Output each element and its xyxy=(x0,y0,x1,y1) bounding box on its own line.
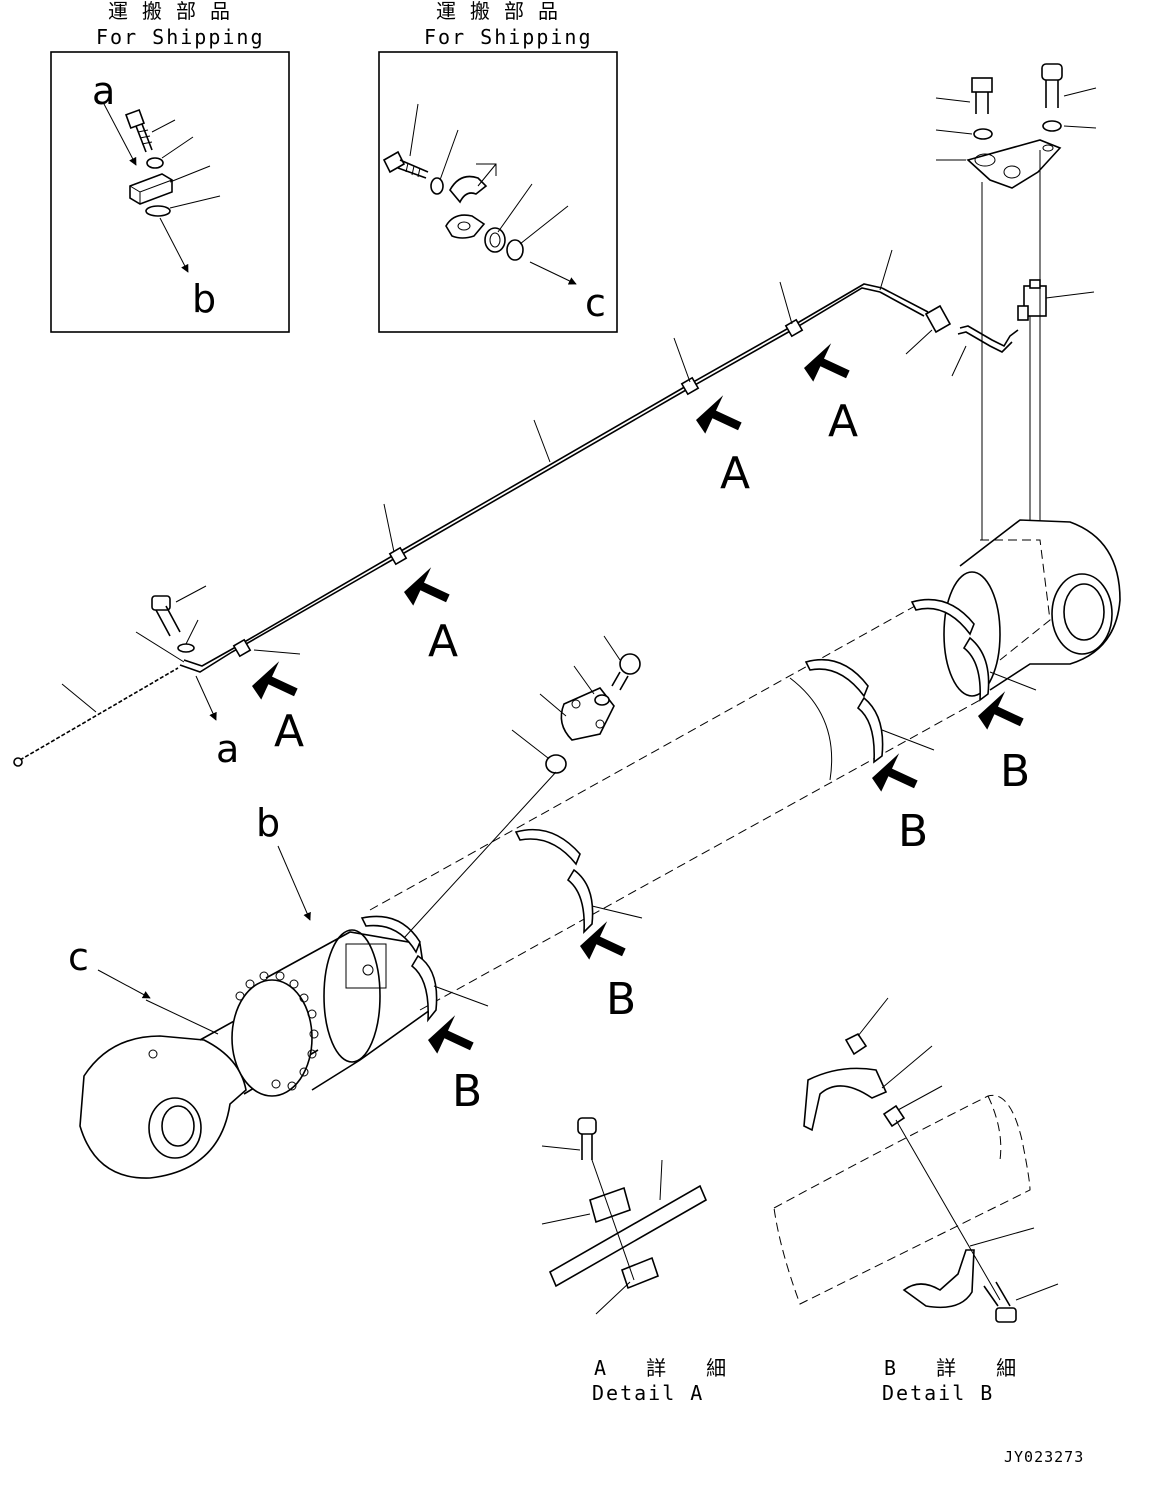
arrow-label-b-1: B xyxy=(452,1066,482,1117)
washer-icon xyxy=(1042,120,1062,132)
hydraulic-cylinder: b c xyxy=(68,519,1121,1179)
flange-bolts xyxy=(235,971,319,1091)
washer-icon xyxy=(430,177,444,195)
bolt-icon xyxy=(983,1281,1017,1323)
fitting-icon xyxy=(924,304,1019,353)
rod-eye-icon xyxy=(79,1035,247,1179)
detail-a-title-en: Detail A xyxy=(592,1381,704,1405)
line-clamp-icon xyxy=(784,318,804,338)
line-clamp-icon xyxy=(680,376,700,396)
shipping-box-1-title-en: For Shipping xyxy=(96,25,265,49)
washer-icon xyxy=(594,694,610,706)
shipping-box-2-frame xyxy=(378,51,618,333)
shipping-box-1: 運搬部品 For Shipping a b xyxy=(50,0,290,333)
arrow-label-a-1: A xyxy=(274,706,304,757)
ref-letter-c-cyl: c xyxy=(68,935,89,979)
detail-a-arrows: A A A A xyxy=(247,340,858,757)
bolt-icon xyxy=(125,109,153,153)
valve-icon xyxy=(1017,279,1095,321)
detail-a-title-jp: A 詳 細 xyxy=(594,1356,740,1380)
ref-letter-a-box: a xyxy=(92,69,115,113)
plug-ball-icon xyxy=(545,754,567,774)
arrow-label-b-4: B xyxy=(1000,746,1030,797)
ref-letter-b-box: b xyxy=(192,277,216,321)
arrow-label-b-2: B xyxy=(606,974,636,1025)
detail-a-drawing: A 詳 細 Detail A xyxy=(541,1117,740,1405)
nut-icon xyxy=(882,1104,906,1128)
washer-icon xyxy=(177,643,195,653)
shipping-box-2: 運搬部品 For Shipping c xyxy=(378,0,618,333)
band-upper-icon xyxy=(803,1067,888,1132)
mounting-bracket-assembly xyxy=(935,63,1097,560)
arrow-label-a-4: A xyxy=(828,396,858,447)
ref-letter-b-cyl: b xyxy=(256,801,280,845)
cylinder-band-icon xyxy=(360,598,990,1023)
bolt-icon xyxy=(151,595,181,637)
shipping-box-1-frame xyxy=(50,51,290,333)
drawing-id: JY023273 xyxy=(1004,1448,1084,1466)
shipping-box-2-title-jp: 運搬部品 xyxy=(436,0,572,23)
ref-letter-a-line: a xyxy=(216,727,239,771)
clamp-bottom-icon xyxy=(621,1256,659,1290)
flange-bolt-icon xyxy=(382,150,429,179)
mounting-plate-icon xyxy=(966,139,1062,189)
washer-icon xyxy=(973,128,993,140)
detail-b-title-jp: B 詳 細 xyxy=(884,1356,1030,1380)
socket-bolt-icon xyxy=(1041,63,1063,108)
bolt-icon xyxy=(971,77,993,114)
line-section-icon xyxy=(548,1184,708,1288)
line-clamp-icon xyxy=(232,638,252,658)
detail-b-drawing: B 詳 細 Detail B xyxy=(773,997,1059,1405)
detail-b-title-en: Detail B xyxy=(882,1381,994,1405)
washer-icon xyxy=(146,157,164,169)
seal-ring-icon xyxy=(484,227,506,253)
arrow-label-a-2: A xyxy=(428,616,458,667)
bolt-icon xyxy=(577,1117,597,1160)
o-ring-icon xyxy=(145,205,171,217)
o-ring-icon xyxy=(506,239,524,261)
spacer-block-icon xyxy=(129,173,173,205)
clamp-top-icon xyxy=(589,1186,631,1224)
arrow-label-b-3: B xyxy=(898,806,928,857)
eye-bolt-icon xyxy=(611,653,641,691)
band-lower-icon xyxy=(902,1249,975,1309)
grease-line: a xyxy=(13,249,1019,771)
tube-section-outline xyxy=(773,1094,1031,1305)
shipping-box-2-title-en: For Shipping xyxy=(424,25,593,49)
split-flange-icon xyxy=(445,175,488,239)
ref-letter-c-box: c xyxy=(585,281,606,325)
detail-b-arrows: B B B B xyxy=(423,688,1030,1117)
nut-icon xyxy=(844,1032,868,1056)
arrow-label-a-3: A xyxy=(720,448,750,499)
shipping-box-1-title-jp: 運搬部品 xyxy=(108,0,244,23)
